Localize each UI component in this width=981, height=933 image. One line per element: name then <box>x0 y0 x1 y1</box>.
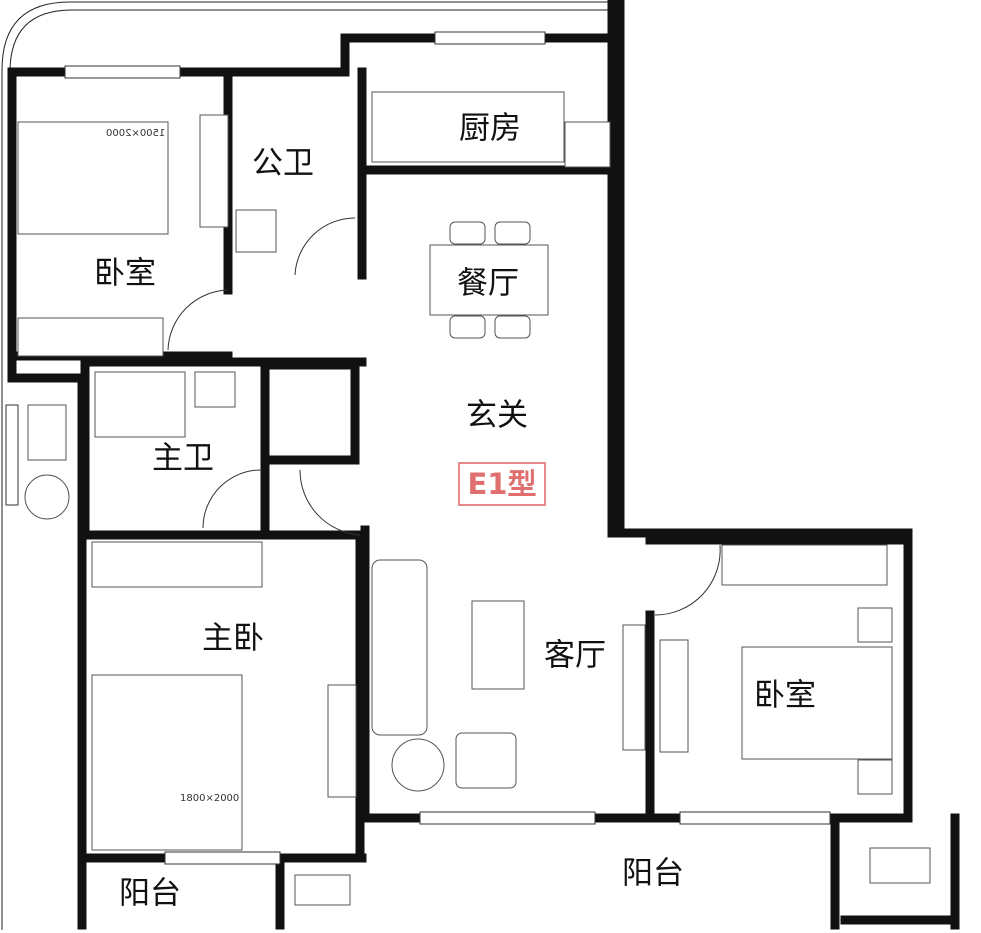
side-table <box>391 738 445 792</box>
room-label-living: 客厅 <box>544 637 606 674</box>
tv-cabinet-living <box>622 624 646 751</box>
ac-unit <box>869 847 931 884</box>
coffee-table <box>471 600 525 690</box>
doors <box>167 217 721 616</box>
bed-size-master: 1800×2000 <box>180 793 240 804</box>
kitchen-counter <box>371 91 565 163</box>
sink-public <box>235 209 277 253</box>
room-label-public-bath: 公卫 <box>252 145 314 182</box>
bed-master <box>91 674 243 851</box>
windows <box>5 31 831 865</box>
sink-master <box>194 371 236 408</box>
sofa <box>371 559 428 736</box>
armchair <box>455 732 517 789</box>
wardrobe-se <box>721 544 888 586</box>
room-label-dining: 餐厅 <box>457 265 519 302</box>
room-label-kitchen: 厨房 <box>459 110 521 147</box>
room-label-bedroom-se: 卧室 <box>754 677 816 714</box>
wardrobe-nw <box>17 317 164 357</box>
bed-size-nw: 1500×2000 <box>106 128 166 139</box>
furniture <box>17 91 931 906</box>
shower <box>94 371 186 438</box>
room-label-bedroom-nw: 卧室 <box>94 255 156 292</box>
room-label-balcony-left: 阳台 <box>119 875 181 912</box>
fridge <box>564 121 611 168</box>
site-outline-inner <box>9 9 612 73</box>
bed-se <box>741 646 893 760</box>
room-label-master-bedroom: 主卧 <box>202 620 264 657</box>
wardrobe-master <box>91 541 263 588</box>
dining-table <box>429 244 549 316</box>
room-label-balcony-right: 阳台 <box>622 855 684 892</box>
unit-type-badge: E1型 <box>458 462 546 506</box>
tv-cabinet-nw <box>199 114 229 228</box>
bed-nw <box>17 121 169 235</box>
tv-cabinet-master <box>327 684 357 798</box>
site-outline <box>1 1 612 930</box>
tv-cabinet-se <box>659 639 689 753</box>
room-label-master-bath: 主卫 <box>152 440 214 477</box>
room-label-foyer: 玄关 <box>466 397 528 434</box>
